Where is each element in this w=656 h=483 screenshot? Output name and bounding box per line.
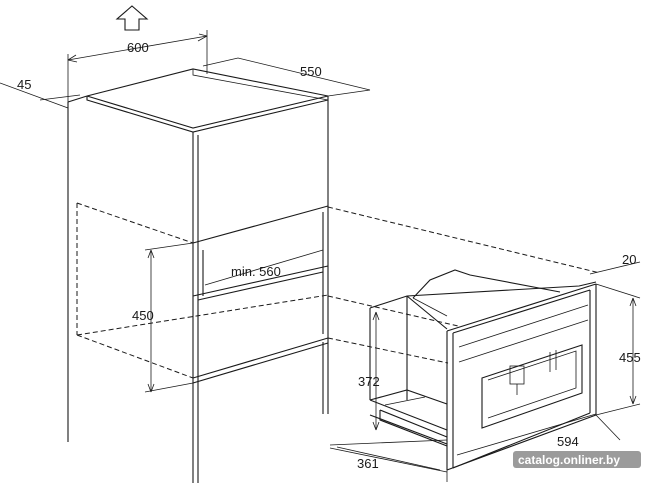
dim-front-height: 455: [619, 350, 641, 365]
dim-front-thickness: 20: [622, 252, 636, 267]
watermark-text: catalog.onliner.by: [518, 453, 620, 467]
watermark: catalog.onliner.by: [513, 451, 641, 468]
dim-body-depth: 361: [357, 456, 379, 471]
dim-niche-height: 450: [132, 308, 154, 323]
dim-niche-width: min. 560: [231, 264, 281, 279]
dim-top-depth: 550: [300, 64, 322, 79]
dim-appliance-width: 594: [557, 434, 579, 449]
dimension-lines: [0, 30, 641, 482]
dim-panel-offset: 45: [17, 77, 31, 92]
dim-body-height: 372: [358, 374, 380, 389]
dashed-outlines: [76, 202, 601, 379]
dim-top-width: 600: [127, 40, 149, 55]
cabinet: [67, 68, 329, 483]
up-arrow-icon: [115, 5, 149, 31]
